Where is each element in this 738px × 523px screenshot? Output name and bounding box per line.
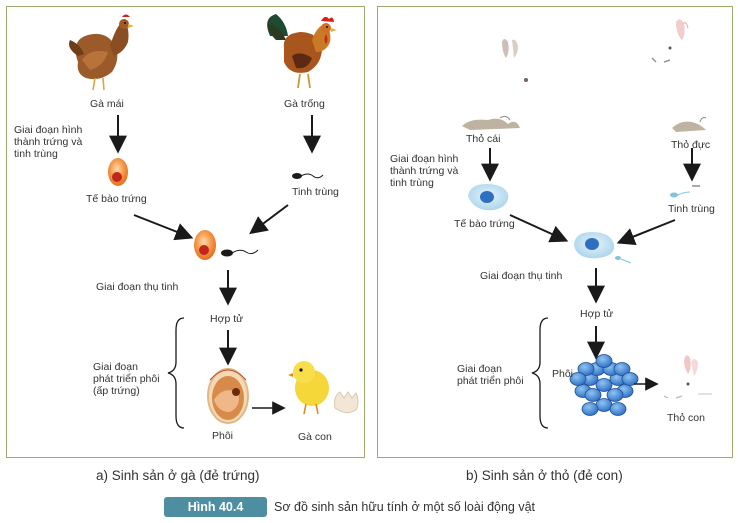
rabbit-sperm-label: Tinh trùng [668,203,715,215]
chicken-stage-fertilization-label: Giai đoạn thụ tinh [96,281,179,293]
blastomere-cell [581,402,599,416]
male-rabbit-illustration [651,19,707,132]
blastomere-cell [569,372,587,386]
arrow-egg-to-fertilization-rabbit [509,214,569,243]
rabbit-embryo-label: Phôi [552,368,574,380]
rabbit-zygote-label: Hợp tử [580,308,614,320]
blastomere-cell [613,362,631,376]
chicken-zygote-label: Hợp tử [210,313,244,325]
baby-rabbit-label: Thỏ con [667,412,705,424]
male-rabbit-label: Thỏ đực [671,139,711,151]
blastomere-cell [621,372,639,386]
chicken-stage-gametes-label: Giai đoạn hình thành trứng và tinh trùng [14,124,83,160]
chicken-sperm-label: Tinh trùng [292,186,339,198]
chick-label: Gà con [298,431,332,443]
rabbit-embryo-brace [531,317,549,429]
incubating-egg [207,368,249,424]
chicken-panel [6,6,365,458]
rabbit-caption: b) Sinh sản ở thỏ (đẻ con) [466,468,623,483]
hen-label: Gà mái [90,98,124,110]
arrow-egg-to-fertilization [133,214,194,241]
rooster-label: Gà trống [284,98,325,110]
rabbit-stage-gametes-label: Giai đoạn hình thành trứng và tinh trùng [390,153,459,189]
chicken-egg-cell [108,158,128,186]
rabbit-embryo-morula [569,354,639,416]
chicken-sperm [292,173,324,179]
arrow-sperm-to-fertilization [249,204,289,235]
figure-number-badge: Hình 40.4 [164,497,267,517]
rabbit-stage-embryo-label: Giai đoạn phát triển phôi [457,363,524,387]
chicken-egg-cell-label: Tế bào trứng [86,193,147,205]
blastomere-cell [584,388,602,402]
chicken-fertilization [194,230,259,260]
hen-illustration [69,14,134,91]
rabbit-stage-fertilization-label: Giai đoạn thụ tinh [480,270,563,282]
blastomere-cell [595,398,613,412]
rabbit-sperm [670,185,700,198]
rooster-illustration [267,14,337,89]
rabbit-egg-cell-label: Tế bào trứng [454,218,515,230]
female-rabbit-illustration [462,39,528,130]
blastomere-cell [609,402,627,416]
chicken-embryo-brace [167,317,185,429]
blastomere-cell [577,362,595,376]
rabbit-egg-cell [468,184,509,211]
chicken-embryo-label: Phôi [212,430,234,442]
blastomere-cell [606,388,624,402]
figure-title: Sơ đồ sinh sản hữu tính ở một số loài độ… [274,500,536,514]
rabbit-panel [377,6,733,458]
chick-illustration [288,361,359,415]
baby-rabbit-illustration [663,355,712,399]
blastomere-cell [595,378,613,392]
chicken-caption: a) Sinh sản ở gà (đẻ trứng) [96,468,260,483]
blastomere-cell [595,354,613,368]
chicken-stage-embryo-label: Giai đoạn phát triển phôi (ấp trứng) [93,361,160,397]
female-rabbit-label: Thỏ cái [466,133,501,145]
rabbit-fertilization [574,232,632,264]
arrow-sperm-to-fertilization-rabbit [616,219,676,246]
